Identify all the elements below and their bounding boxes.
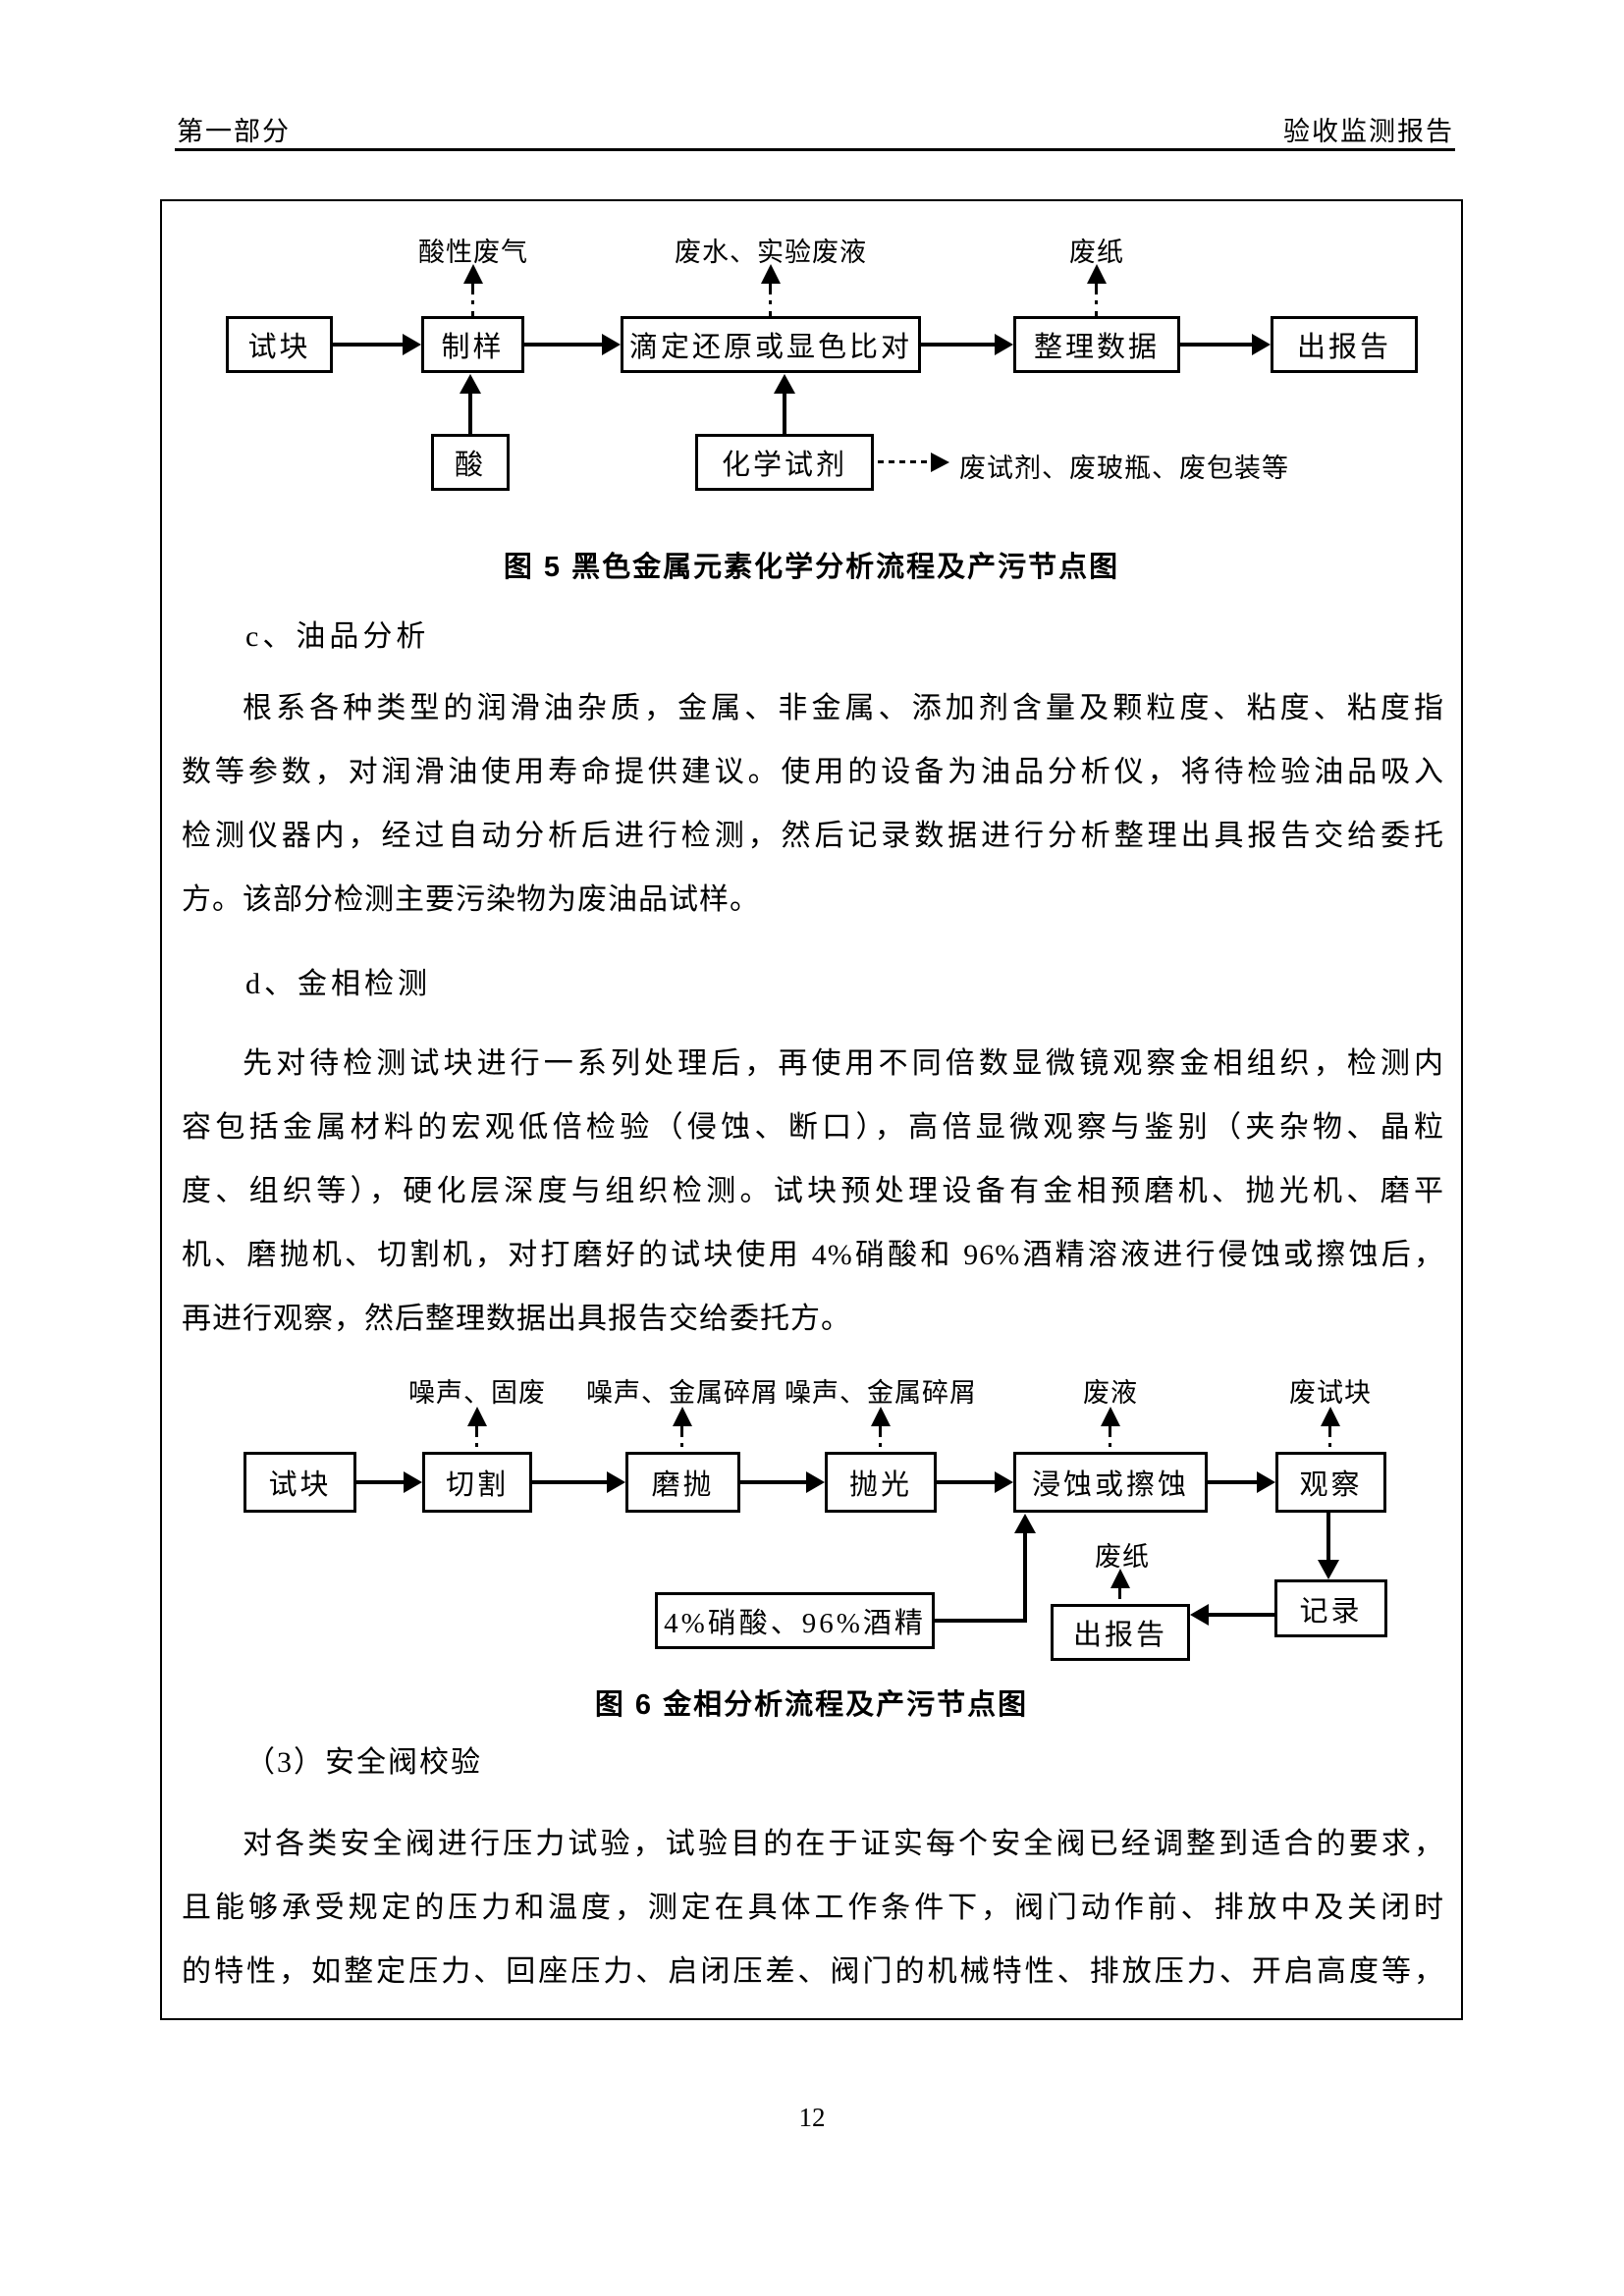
fc2-arrow-sample-to-cutting — [356, 1480, 405, 1484]
fc2-arrow-solution-to-etching — [1023, 1532, 1027, 1623]
fc2-output-noise-debris1-label: 噪声、金属碎屑 — [586, 1378, 779, 1408]
fc2-node-observe: 观察 — [1275, 1452, 1386, 1513]
fc2-arrow-grinding-to-polishing — [740, 1480, 807, 1484]
fc1-arrow-sample-to-prep — [333, 343, 404, 347]
paragraph-line: 再进行观察，然后整理数据出具报告交给委托方。 — [182, 1303, 851, 1335]
fc1-node-sample-prep: 制样 — [421, 316, 524, 373]
paragraph-line: 度、组织等），硬化层深度与组织检测。试块预处理设备有金相预磨机、抛光机、磨平 — [182, 1175, 1444, 1207]
fc2-arrow-observe-to-record — [1326, 1513, 1330, 1561]
fc2-dashed-arrow-cutting-output — [475, 1426, 478, 1452]
fc1-arrow-titration-to-organize — [921, 343, 996, 347]
fc1-dashed-arrow-reagent-to-waste — [878, 460, 932, 463]
paragraph-line: 机、磨抛机、切割机，对打磨好的试块使用 4%硝酸和 96%酒精溶液进行侵蚀或擦蚀… — [182, 1239, 1444, 1271]
fc2-arrow-etching-to-observe — [1208, 1480, 1258, 1484]
fc2-dashed-arrow-etching-output — [1109, 1426, 1111, 1452]
fc1-dashed-arrow-prep-to-acid-gas — [471, 284, 474, 316]
page-number: 12 — [798, 2103, 826, 2132]
fc1-node-titration-comparison: 滴定还原或显色比对 — [621, 316, 921, 373]
section-d-heading: d、金相检测 — [245, 968, 431, 1000]
fc2-dashed-arrow-observe-output — [1328, 1426, 1331, 1452]
fc2-output-noise-solid-label: 噪声、固废 — [408, 1378, 546, 1408]
fc1-arrow-prep-to-titration — [524, 343, 603, 347]
paragraph-line: 且能够承受规定的压力和温度，测定在具体工作条件下，阀门动作前、排放中及关闭时 — [182, 1892, 1444, 1924]
paragraph-line: 根系各种类型的润滑油杂质，金属、非金属、添加剂含量及颗粒度、粘度、粘度指 — [243, 692, 1444, 724]
fc1-node-issue-report: 出报告 — [1271, 316, 1418, 373]
fc2-dashed-arrow-report-to-waste-paper — [1118, 1588, 1121, 1604]
header-report-title: 验收监测报告 — [1283, 117, 1454, 146]
fc1-node-sample-block: 试块 — [226, 316, 333, 373]
fc1-node-organize-data: 整理数据 — [1013, 316, 1180, 373]
fc2-dashed-arrow-polishing-output — [879, 1426, 882, 1452]
fc2-output-noise-debris2-label: 噪声、金属碎屑 — [785, 1378, 977, 1408]
fc2-output-waste-sample-label: 废试块 — [1289, 1378, 1372, 1408]
fc1-output-waste-paper-label: 废纸 — [1069, 238, 1124, 267]
fc2-connector-solution-horizontal — [935, 1619, 1027, 1623]
fc2-node-cutting: 切割 — [422, 1452, 532, 1513]
fc1-output-wastewater-label: 废水、实验废液 — [675, 238, 867, 267]
fc2-node-etching: 浸蚀或擦蚀 — [1013, 1452, 1208, 1513]
fc1-arrow-acid-to-prep — [468, 393, 472, 434]
fc2-node-grinding: 磨抛 — [625, 1452, 740, 1513]
figure6-caption: 图 6 金相分析流程及产污节点图 — [594, 1689, 1029, 1721]
fc2-node-solution: 4%硝酸、96%酒精 — [655, 1592, 935, 1649]
fc2-arrow-cutting-to-grinding — [532, 1480, 608, 1484]
paragraph-line: 先对待检测试块进行一系列处理后，再使用不同倍数显微镜观察金相组织，检测内 — [243, 1047, 1444, 1080]
paragraph-line: 数等参数，对润滑油使用寿命提供建议。使用的设备为油品分析仪，将待检验油品吸入 — [182, 756, 1444, 788]
fc2-output-waste-liquid-label: 废液 — [1083, 1378, 1138, 1408]
fc2-arrow-polishing-to-etching — [937, 1480, 996, 1484]
fc2-node-polishing: 抛光 — [825, 1452, 937, 1513]
section-c-heading: c、油品分析 — [245, 620, 430, 653]
fc2-node-record: 记录 — [1274, 1579, 1387, 1637]
section-c-paragraph: 根系各种类型的润滑油杂质，金属、非金属、添加剂含量及颗粒度、粘度、粘度指 数等参… — [182, 676, 1444, 932]
paragraph-line: 容包括金属材料的宏观低倍检验（侵蚀、断口），高倍显微观察与鉴别（夹杂物、晶粒 — [182, 1111, 1444, 1144]
fc2-dashed-arrow-grinding-output — [680, 1426, 683, 1452]
section-d-paragraph: 先对待检测试块进行一系列处理后，再使用不同倍数显微镜观察金相组织，检测内 容包括… — [182, 1032, 1444, 1351]
section-3-paragraph: 对各类安全阀进行压力试验，试验目的在于证实每个安全阀已经调整到适合的要求， 且能… — [182, 1812, 1444, 2003]
section-3-heading: （3）安全阀校验 — [245, 1746, 482, 1779]
fc2-node-issue-report: 出报告 — [1051, 1604, 1190, 1661]
fc1-node-chemical-reagent: 化学试剂 — [695, 434, 874, 491]
paragraph-line: 检测仪器内，经过自动分析后进行检测，然后记录数据进行分析整理出具报告交给委托 — [182, 820, 1444, 852]
fc2-arrow-record-to-report — [1208, 1613, 1274, 1617]
fc1-dashed-arrow-titration-to-wastewater — [769, 284, 772, 316]
paragraph-line: 的特性，如整定压力、回座压力、启闭压差、阀门的机械特性、排放压力、开启高度等， — [182, 1955, 1444, 1988]
fc1-output-waste-reagent-label: 废试剂、废玻瓶、废包装等 — [959, 454, 1289, 483]
figure5-caption: 图 5 黑色金属元素化学分析流程及产污节点图 — [503, 552, 1120, 583]
fc1-dashed-arrow-organize-to-waste-paper — [1095, 284, 1098, 316]
paragraph-line: 对各类安全阀进行压力试验，试验目的在于证实每个安全阀已经调整到适合的要求， — [243, 1828, 1444, 1860]
paragraph-line: 方。该部分检测主要污染物为废油品试样。 — [182, 883, 760, 916]
fc2-output-waste-paper-label: 废纸 — [1095, 1542, 1150, 1572]
fc1-arrow-reagent-to-titration — [783, 393, 786, 434]
header-part-label: 第一部分 — [177, 117, 291, 146]
fc1-arrow-organize-to-report — [1180, 343, 1253, 347]
fc2-node-sample-block: 试块 — [244, 1452, 356, 1513]
header-rule — [175, 148, 1455, 151]
fc1-node-acid: 酸 — [431, 434, 510, 491]
fc1-output-acid-gas-label: 酸性废气 — [418, 238, 528, 267]
content-frame: 酸性废气 废水、实验废液 废纸 试块 制样 滴定还原或显色比对 整理数据 出报告… — [160, 199, 1463, 2020]
